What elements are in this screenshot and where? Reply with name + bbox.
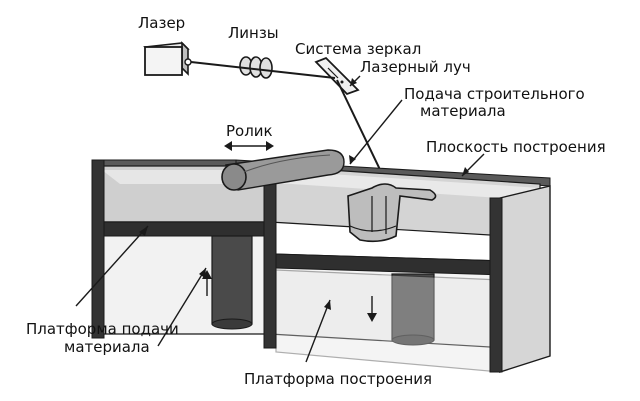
roller-direction-arrow xyxy=(224,141,274,151)
label-mirror-system: Система зеркал xyxy=(295,40,421,58)
label-material-feed-2: материала xyxy=(420,102,506,120)
laser-beam xyxy=(190,61,385,179)
leader-lines xyxy=(75,75,485,363)
label-build-plane: Плоскость построения xyxy=(426,138,606,156)
build-platform-down-arrow xyxy=(367,296,377,322)
mirror-system xyxy=(314,56,360,96)
label-laser-beam: Лазерный луч xyxy=(360,58,471,76)
label-laser: Лазер xyxy=(138,14,185,32)
laser-unit xyxy=(143,41,192,76)
label-lenses: Линзы xyxy=(228,24,279,42)
label-feed-platform-1: Платформа подачи xyxy=(26,320,179,338)
feed-platform-up-arrow xyxy=(202,270,212,296)
printer-body xyxy=(91,159,551,373)
label-material-feed-1: Подача строительного xyxy=(404,85,585,103)
label-build-platform: Платформа построения xyxy=(244,370,432,388)
label-feed-platform-2: материала xyxy=(64,338,150,356)
label-roller: Ролик xyxy=(226,122,273,140)
lenses xyxy=(239,56,273,79)
roller xyxy=(221,149,345,191)
printed-part xyxy=(347,183,437,243)
